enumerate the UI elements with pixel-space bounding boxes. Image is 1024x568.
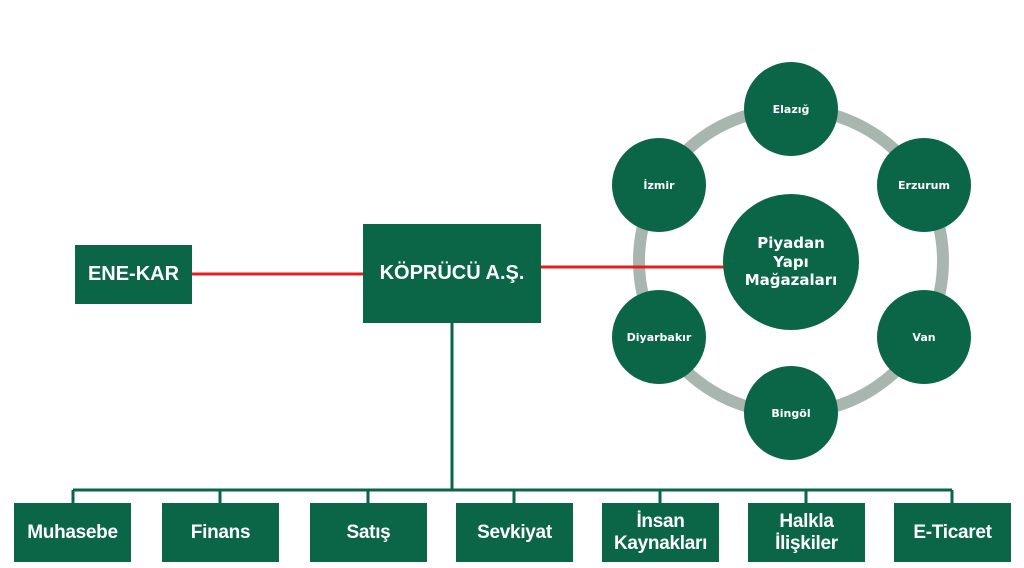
department-box: Muhasebe	[14, 503, 131, 562]
store-node: Erzurum	[877, 138, 971, 232]
department-box: E-Ticaret	[894, 503, 1011, 562]
parent-company-label: KÖPRÜCÜ A.Ş.	[379, 262, 525, 284]
parent-company-box: KÖPRÜCÜ A.Ş.	[363, 224, 541, 323]
store-group-label: Piyadan Yapı Mağazaları	[744, 233, 838, 290]
store-label: Bingöl	[771, 406, 811, 420]
store-node: İzmir	[612, 138, 706, 232]
department-box: İnsan Kaynakları	[602, 503, 719, 562]
store-label: Erzurum	[898, 178, 950, 192]
org-tree-lines	[71, 323, 954, 503]
store-node: Van	[877, 290, 971, 384]
department-box: Satış	[310, 503, 427, 562]
store-group-center: Piyadan Yapı Mağazaları	[723, 194, 859, 330]
affiliate-label: ENE-KAR	[87, 263, 180, 285]
store-node: Elazığ	[744, 62, 838, 156]
affiliate-box: ENE-KAR	[75, 245, 192, 304]
department-label: E-Ticaret	[913, 521, 992, 543]
department-label: Halkla İlişkiler	[775, 510, 838, 554]
department-label: Muhasebe	[27, 521, 118, 543]
department-label: Sevkiyat	[477, 521, 552, 543]
store-label: Van	[912, 330, 936, 344]
store-label: İzmir	[643, 178, 675, 192]
department-box: Halkla İlişkiler	[748, 503, 865, 562]
store-label: Elazığ	[772, 102, 810, 116]
department-label: İnsan Kaynakları	[613, 510, 708, 554]
department-box: Sevkiyat	[456, 503, 573, 562]
store-node: Diyarbakır	[612, 290, 706, 384]
department-label: Finans	[190, 521, 251, 543]
department-box: Finans	[162, 503, 279, 562]
store-node: Bingöl	[744, 366, 838, 460]
department-label: Satış	[346, 521, 391, 543]
store-label: Diyarbakır	[626, 330, 692, 344]
